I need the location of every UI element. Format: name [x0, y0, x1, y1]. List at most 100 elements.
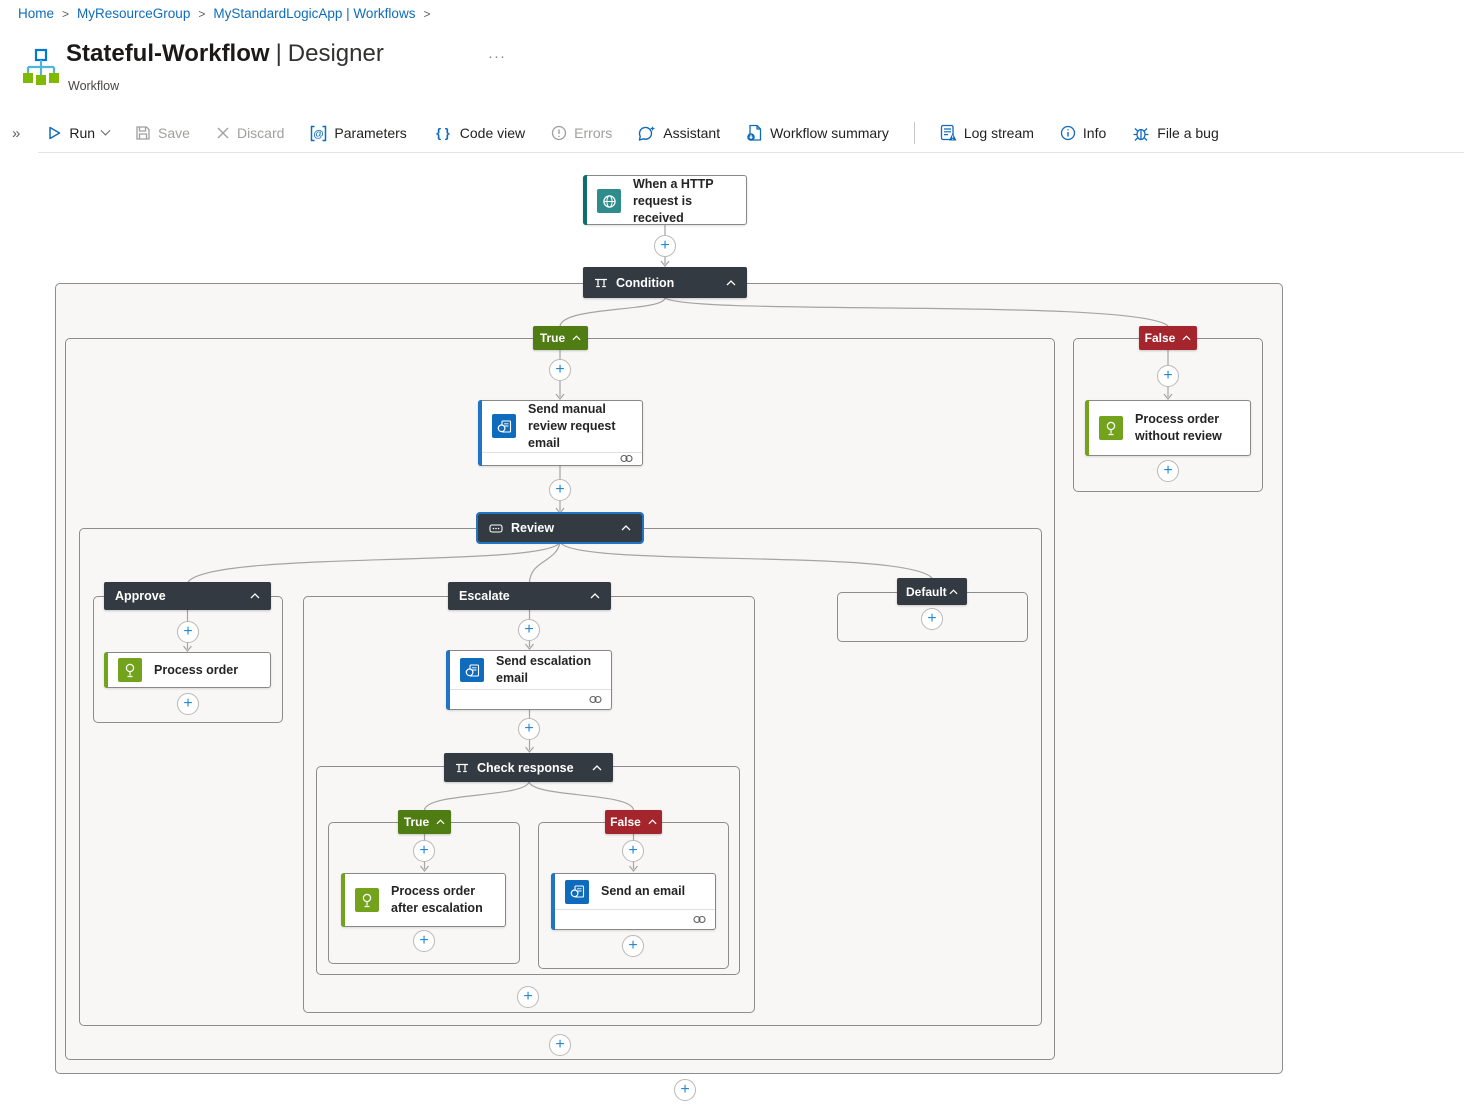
condition-node[interactable]: Condition	[583, 267, 747, 298]
add-action-button[interactable]: +	[518, 619, 540, 641]
breadcrumb-resource-group[interactable]: MyResourceGroup	[77, 6, 191, 21]
workflow-summary-button[interactable]: Workflow summary	[746, 124, 889, 142]
trigger-main: When a HTTP request is received	[584, 176, 746, 227]
add-action-button[interactable]: +	[549, 479, 571, 501]
review-switch-node[interactable]: Review	[476, 512, 644, 544]
check-true-badge[interactable]: True	[398, 810, 451, 834]
add-action-button[interactable]: +	[549, 359, 571, 381]
add-action-button[interactable]: +	[177, 621, 199, 643]
action-label: Send escalation email	[496, 654, 592, 685]
add-action-button[interactable]: +	[622, 840, 644, 862]
accent-bar	[1085, 400, 1089, 456]
condition-label: Condition	[616, 275, 675, 290]
escalate-label: Escalate	[459, 589, 510, 603]
workflow-logo-icon	[23, 48, 59, 85]
bug-icon	[1133, 127, 1149, 141]
false-branch-badge[interactable]: False	[1139, 326, 1197, 350]
add-action-button[interactable]: +	[177, 693, 199, 715]
code-view-button[interactable]: { } Code view	[433, 125, 525, 141]
action-label: Process order after escalation	[391, 884, 483, 915]
trigger-label: When a HTTP request is received	[633, 177, 714, 225]
errors-button[interactable]: Errors	[551, 125, 612, 141]
approve-label: Approve	[115, 589, 166, 603]
add-action-button[interactable]: +	[674, 1079, 696, 1101]
info-button[interactable]: Info	[1060, 125, 1106, 141]
chevron-up-icon	[250, 593, 260, 599]
log-stream-button[interactable]: Log stream	[940, 124, 1034, 142]
file-a-bug-button[interactable]: File a bug	[1132, 125, 1219, 142]
connection-row	[552, 909, 715, 929]
condition-icon	[595, 278, 607, 287]
action-main: Send escalation email	[447, 651, 611, 689]
accent-bar	[551, 873, 555, 930]
add-action-button[interactable]: +	[517, 986, 539, 1008]
resource-type-label: Workflow	[68, 79, 120, 93]
action-send-an-email[interactable]: Send an email	[551, 873, 716, 930]
add-action-button[interactable]: +	[1157, 365, 1179, 387]
accent-bar	[104, 652, 108, 688]
more-options-icon[interactable]: ···	[488, 48, 506, 65]
trigger-http-request[interactable]: When a HTTP request is received	[583, 175, 747, 225]
discard-button[interactable]: Discard	[216, 125, 284, 141]
http-request-icon	[597, 189, 621, 214]
add-action-button[interactable]: +	[413, 930, 435, 952]
default-case-header[interactable]: Default	[897, 578, 967, 605]
chevron-up-icon	[590, 593, 600, 599]
add-action-button[interactable]: +	[921, 608, 943, 630]
add-action-button[interactable]: +	[549, 1034, 571, 1056]
run-label: Run	[69, 125, 96, 141]
save-label: Save	[158, 125, 190, 141]
breadcrumb-home[interactable]: Home	[18, 6, 55, 21]
chevron-up-icon	[648, 819, 657, 825]
discard-label: Discard	[236, 125, 285, 141]
add-action-button[interactable]: +	[413, 840, 435, 862]
page-title: Stateful-Workflow|Designer	[66, 40, 384, 68]
check-false-label: False	[610, 815, 641, 829]
svg-text:{ }: { }	[436, 126, 450, 141]
check-false-badge[interactable]: False	[605, 810, 662, 834]
chevron-up-icon	[726, 279, 736, 285]
assistant-button[interactable]: Assistant	[638, 125, 720, 142]
run-icon	[49, 126, 61, 140]
svg-text:@: @	[314, 128, 324, 140]
assistant-label: Assistant	[663, 125, 721, 141]
workflow-summary-label: Workflow summary	[770, 125, 889, 141]
breadcrumb-separator-icon: >	[423, 6, 431, 21]
action-main: Send an email	[552, 874, 715, 909]
connection-icon	[620, 455, 633, 463]
process-icon	[118, 658, 142, 682]
parameters-button[interactable]: @ Parameters	[310, 125, 407, 142]
run-button[interactable]: Run	[47, 125, 111, 141]
escalate-case-header[interactable]: Escalate	[448, 582, 611, 610]
breadcrumb-separator-icon: >	[62, 6, 70, 21]
connection-icon	[589, 695, 602, 704]
check-response-node[interactable]: Check response	[444, 753, 613, 782]
action-process-order-without-review[interactable]: Process order without review	[1085, 400, 1251, 456]
process-icon	[355, 888, 379, 912]
chevron-up-icon	[436, 819, 445, 825]
add-action-button[interactable]: +	[622, 935, 644, 957]
approve-case-header[interactable]: Approve	[104, 582, 271, 610]
action-process-order-after-escalation[interactable]: Process order after escalation	[341, 873, 506, 927]
action-send-manual-review-email[interactable]: Send manual review request email	[478, 400, 643, 466]
action-label: Process order without review	[1135, 412, 1222, 443]
true-branch-badge[interactable]: True	[533, 326, 588, 350]
toolbar-separator	[913, 122, 915, 144]
add-action-button[interactable]: +	[518, 718, 540, 740]
true-label: True	[539, 331, 566, 345]
assistant-icon	[639, 125, 656, 141]
collapse-commandbar-icon[interactable]: »	[12, 124, 21, 142]
view-name: Designer	[287, 40, 384, 67]
command-bar: » Run Save Discard @ Parameters { } Code…	[0, 116, 1464, 150]
add-action-button[interactable]: +	[1157, 460, 1179, 482]
outlook-icon	[565, 879, 589, 904]
save-button[interactable]: Save	[135, 125, 190, 141]
action-process-order[interactable]: Process order	[104, 652, 271, 688]
action-send-escalation-email[interactable]: Send escalation email	[446, 650, 612, 710]
log-stream-label: Log stream	[963, 125, 1034, 141]
accent-bar	[341, 873, 345, 927]
add-action-button[interactable]: +	[654, 235, 676, 257]
breadcrumb-logic-app[interactable]: MyStandardLogicApp | Workflows	[213, 6, 416, 21]
info-icon	[1060, 125, 1076, 141]
accent-bar	[446, 650, 450, 710]
